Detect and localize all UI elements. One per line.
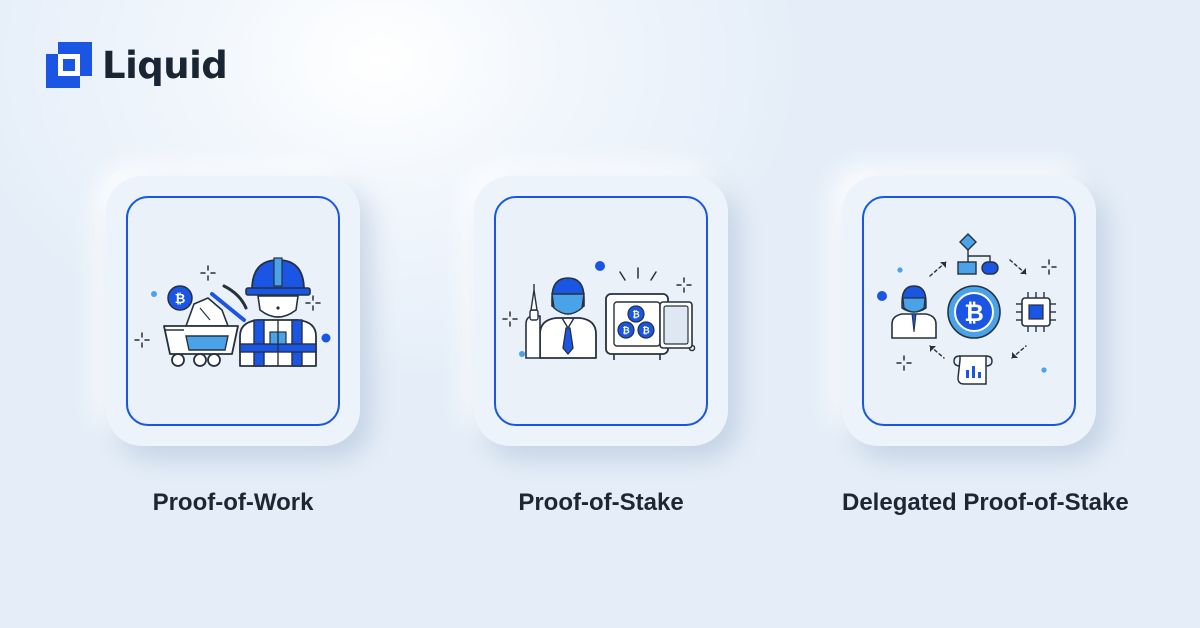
brand-logo: Liquid xyxy=(46,42,228,88)
card-frame: ₿ xyxy=(862,196,1076,426)
card-proof-of-work: ₿ xyxy=(106,176,360,446)
svg-text:₿: ₿ xyxy=(964,299,984,327)
staker-vault-icon: ₿ ₿ ₿ xyxy=(502,261,696,360)
card-label-proof-of-work: Proof-of-Work xyxy=(152,489,314,516)
liquid-logo-icon xyxy=(46,42,92,88)
svg-text:₿: ₿ xyxy=(632,310,639,321)
card-label-delegated-proof-of-stake: Delegated Proof-of-Stake xyxy=(842,489,1129,516)
card-delegated-proof-of-stake: ₿ xyxy=(842,176,1096,446)
svg-text:₿: ₿ xyxy=(622,326,629,337)
svg-text:₿: ₿ xyxy=(642,326,649,337)
card-frame: ₿ xyxy=(126,196,340,426)
card-proof-of-stake: ₿ ₿ ₿ xyxy=(474,176,728,446)
brand-name: Liquid xyxy=(102,43,228,87)
card-frame: ₿ ₿ ₿ xyxy=(494,196,708,426)
miner-icon: ₿ xyxy=(134,257,331,367)
card-label-proof-of-stake: Proof-of-Stake xyxy=(518,489,684,516)
delegation-network-icon: ₿ xyxy=(877,233,1057,385)
svg-text:₿: ₿ xyxy=(175,292,186,307)
